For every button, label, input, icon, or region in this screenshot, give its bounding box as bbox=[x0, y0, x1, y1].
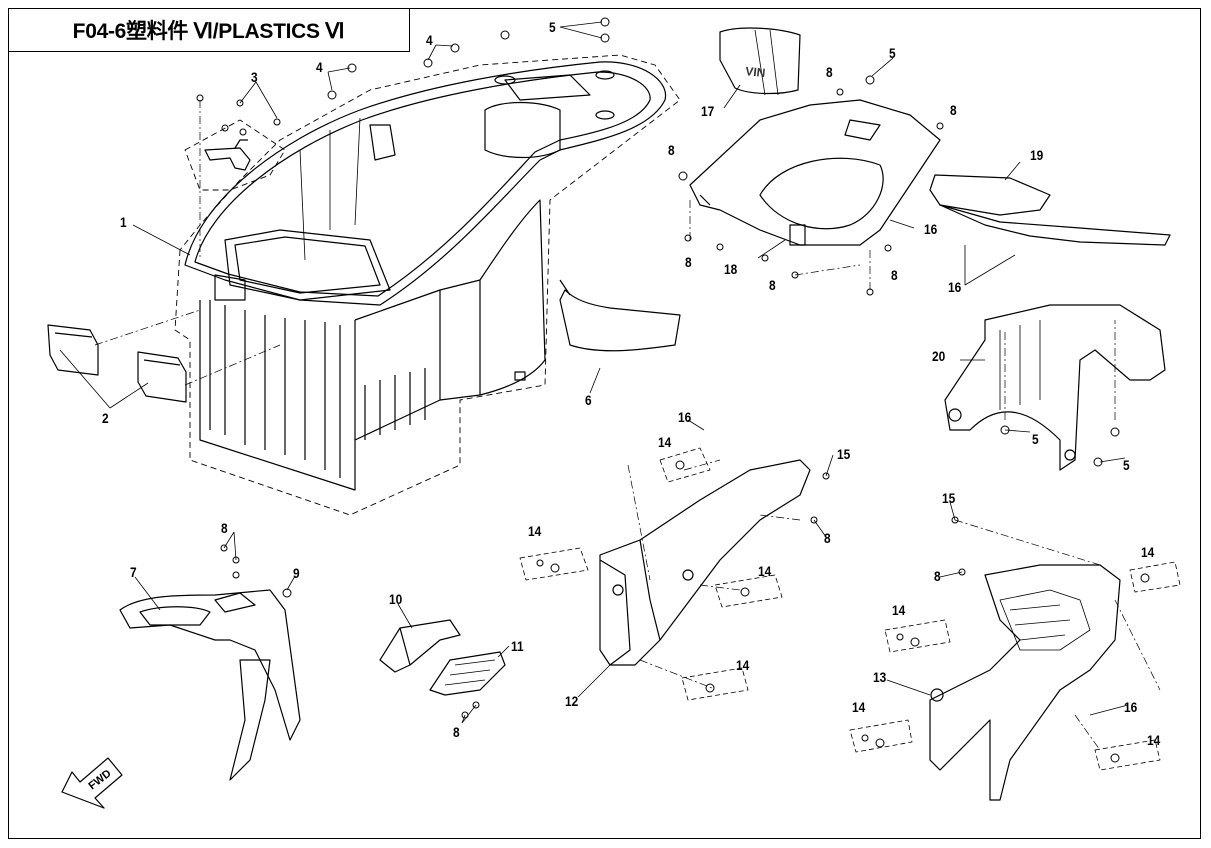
callout-14: 14 bbox=[852, 699, 866, 715]
callout-16: 16 bbox=[678, 409, 692, 425]
callout-13: 13 bbox=[873, 669, 887, 685]
callout-11: 11 bbox=[511, 638, 524, 654]
callout-5: 5 bbox=[889, 45, 896, 61]
callout-14: 14 bbox=[1141, 544, 1155, 560]
callout-16: 16 bbox=[948, 279, 962, 295]
callout-8: 8 bbox=[934, 568, 941, 584]
callout-15: 15 bbox=[942, 490, 956, 506]
part-14-hardware-boxes bbox=[519, 447, 1181, 771]
callout-8: 8 bbox=[221, 520, 228, 536]
fwd-arrow bbox=[61, 757, 123, 809]
callout-5: 5 bbox=[549, 19, 556, 35]
callout-10: 10 bbox=[389, 591, 403, 607]
callout-2: 2 bbox=[102, 410, 109, 426]
callout-14: 14 bbox=[658, 434, 672, 450]
callout-8: 8 bbox=[453, 724, 460, 740]
callout-14: 14 bbox=[1147, 732, 1161, 748]
callout-8: 8 bbox=[826, 64, 833, 80]
part-18-rear-cover bbox=[689, 99, 941, 246]
callout-3: 3 bbox=[251, 69, 258, 85]
callout-8: 8 bbox=[950, 102, 957, 118]
part-13-side-cover bbox=[929, 564, 1121, 801]
part-10-cover bbox=[379, 619, 461, 673]
callout-8: 8 bbox=[769, 277, 776, 293]
callout-18: 18 bbox=[724, 261, 738, 277]
alignment-lines bbox=[94, 100, 1161, 751]
callout-4: 4 bbox=[426, 32, 433, 48]
callout-7: 7 bbox=[130, 564, 137, 580]
title-block: F04-6塑料件 Ⅵ/PLASTICS Ⅵ bbox=[8, 8, 410, 52]
part-12-side-cover bbox=[599, 459, 811, 666]
callout-14: 14 bbox=[892, 602, 906, 618]
part-11-bracket bbox=[429, 651, 506, 696]
part-6-shield bbox=[559, 279, 681, 352]
callout-14: 14 bbox=[736, 657, 750, 673]
part-7-front-fender bbox=[119, 589, 301, 781]
callout-9: 9 bbox=[293, 565, 300, 581]
callout-14: 14 bbox=[758, 563, 772, 579]
page-title: F04-6塑料件 Ⅵ/PLASTICS Ⅵ bbox=[72, 19, 345, 43]
callout-4: 4 bbox=[316, 59, 323, 75]
vin-mark: VIN bbox=[745, 64, 766, 80]
callout-12: 12 bbox=[565, 693, 579, 709]
callout-20: 20 bbox=[932, 348, 946, 364]
part-17-vin-cover bbox=[719, 27, 801, 96]
callout-19: 19 bbox=[1030, 147, 1044, 163]
part-1-storage-box bbox=[184, 61, 667, 491]
callout-5: 5 bbox=[1123, 457, 1130, 473]
callout-6: 6 bbox=[585, 392, 592, 408]
part-3-bracket bbox=[204, 139, 251, 171]
part-19-trim bbox=[929, 174, 1171, 246]
leader-lines bbox=[59, 21, 1129, 724]
part-2-clips bbox=[47, 324, 187, 403]
callout-8: 8 bbox=[668, 142, 675, 158]
callout-8: 8 bbox=[824, 530, 831, 546]
drawing-frame bbox=[8, 8, 1201, 839]
callout-1: 1 bbox=[120, 214, 127, 230]
callout-15: 15 bbox=[837, 446, 851, 462]
callout-14: 14 bbox=[528, 523, 542, 539]
fasteners bbox=[196, 17, 1150, 763]
callout-8: 8 bbox=[891, 267, 898, 283]
callout-16: 16 bbox=[924, 221, 938, 237]
part-20-rear-inner-fender bbox=[944, 304, 1166, 471]
callout-17: 17 bbox=[701, 103, 715, 119]
callout-16: 16 bbox=[1124, 699, 1138, 715]
callout-8: 8 bbox=[685, 254, 692, 270]
part-1-group-outline bbox=[174, 54, 681, 516]
callout-5: 5 bbox=[1032, 431, 1039, 447]
